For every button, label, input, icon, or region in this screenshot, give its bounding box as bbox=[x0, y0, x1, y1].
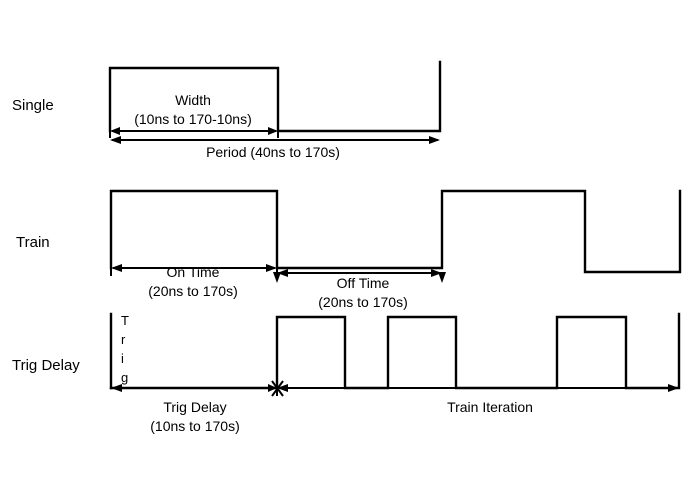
row-label-trig-delay: Trig Delay bbox=[12, 357, 80, 374]
trig-marker-label: T r i g bbox=[121, 313, 129, 385]
dimension-label-trig-delay-name: Trig Delay bbox=[163, 399, 226, 415]
dimension-label-on-time-range: (20ns to 170s) bbox=[148, 283, 238, 299]
row-trig-delay: Trig Delay T r i g bbox=[12, 312, 681, 434]
dimension-label-trig-delay-range: (10ns to 170s) bbox=[150, 418, 240, 434]
dimension-label-width-name: Width bbox=[175, 92, 211, 108]
row-label-train: Train bbox=[16, 234, 50, 251]
trig-letter-i: i bbox=[121, 351, 124, 366]
dimension-arrow-trig-delay bbox=[111, 381, 278, 396]
dimension-label-train-iteration: Train Iteration bbox=[447, 399, 533, 415]
waveform-single bbox=[108, 60, 442, 133]
row-label-single: Single bbox=[12, 97, 54, 114]
dimension-label-width-range: (10ns to 170-10ns) bbox=[134, 111, 252, 127]
dimension-arrow-width bbox=[109, 124, 279, 138]
waveform-trig-delay bbox=[109, 312, 681, 390]
dimension-label-off-time-name: Off Time bbox=[337, 275, 390, 291]
dimension-label-on-time-name: On Time bbox=[167, 264, 220, 280]
row-single: Single Width (10ns to 170-10ns) Period (… bbox=[12, 60, 442, 160]
waveform-train bbox=[109, 189, 682, 274]
dimension-label-off-time-range: (20ns to 170s) bbox=[318, 294, 408, 310]
trig-letter-g: g bbox=[121, 370, 128, 385]
row-train: Train On Time (20ns to 170s) Off Time bbox=[16, 189, 682, 310]
dimension-label-period: Period (40ns to 170s) bbox=[206, 144, 340, 160]
trig-letter-r: r bbox=[121, 332, 126, 347]
dimension-arrow-period bbox=[110, 136, 440, 144]
trig-letter-t: T bbox=[121, 313, 129, 328]
dimension-arrow-off-time bbox=[273, 269, 446, 283]
dimension-arrow-train-iteration bbox=[271, 380, 679, 397]
